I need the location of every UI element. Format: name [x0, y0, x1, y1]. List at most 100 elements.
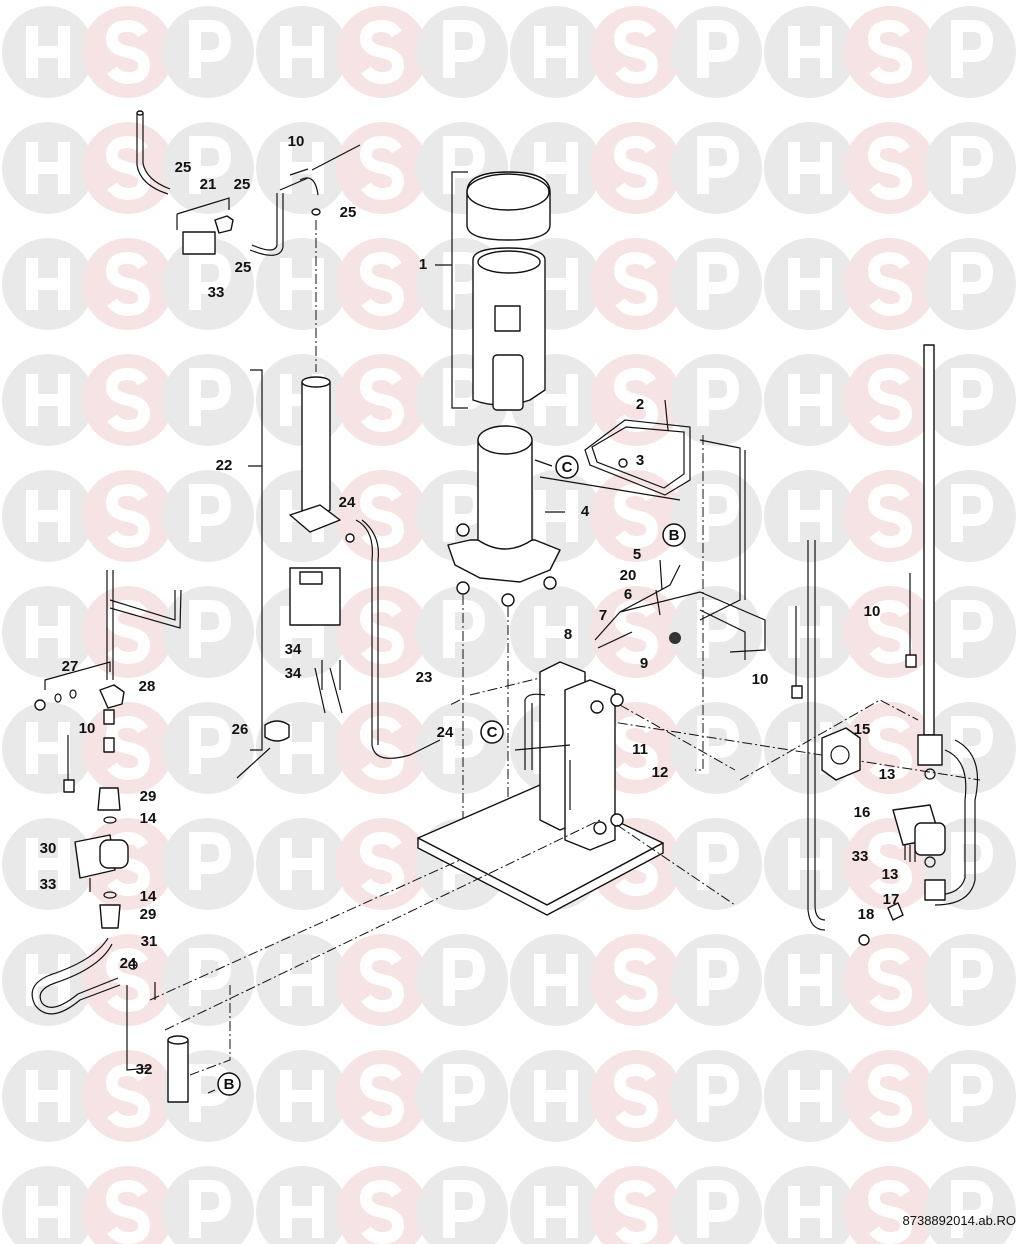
watermark-glyph-p: [697, 948, 740, 1006]
watermark-glyph-h: [26, 142, 70, 194]
watermark-glyph-s: [867, 19, 913, 85]
watermark-glyph-p: [443, 600, 486, 658]
callout-6: 6: [624, 586, 632, 603]
watermark-glyph-s: [105, 19, 151, 85]
watermark-glyph-p: [951, 368, 994, 426]
watermark-glyph-h: [280, 954, 324, 1006]
watermark-glyph-p: [697, 368, 740, 426]
watermark-circle: [416, 1166, 508, 1244]
watermark-glyph-s: [867, 831, 913, 897]
watermark-glyph-p: [697, 1180, 740, 1238]
ref-marker-circle: [662, 523, 686, 547]
callout-14: 14: [140, 888, 157, 905]
watermark-glyph-s: [867, 251, 913, 317]
watermark-glyph-s: [359, 1179, 405, 1244]
sensor-26: [264, 720, 290, 742]
callout-16: 16: [854, 804, 871, 821]
watermark-circle: [590, 1166, 682, 1244]
callout-8: 8: [564, 626, 572, 643]
callout-27: 27: [62, 658, 79, 675]
watermark-glyph-h: [26, 606, 70, 658]
watermark-glyph-h: [788, 26, 832, 78]
watermark-glyph-s: [867, 135, 913, 201]
watermark-glyph-s: [105, 947, 151, 1013]
watermark-glyph-s: [613, 483, 659, 549]
watermark-glyph-s: [105, 367, 151, 433]
watermark-glyph-s: [613, 135, 659, 201]
callout-32: 32: [136, 1061, 153, 1078]
watermark-glyph-h: [280, 26, 324, 78]
watermark-glyph-p: [443, 1180, 486, 1238]
watermark-glyph-p: [697, 252, 740, 310]
watermark-glyph-s: [105, 831, 151, 897]
watermark-glyph-h: [534, 606, 578, 658]
watermark-circle: [670, 1166, 762, 1244]
callout-7: 7: [599, 607, 607, 624]
watermark-glyph-p: [189, 20, 232, 78]
watermark-glyph-h: [788, 1070, 832, 1122]
watermark-glyph-h: [788, 838, 832, 890]
callout-33: 33: [40, 876, 57, 893]
watermark-glyph-h: [788, 1186, 832, 1238]
watermark-glyph-h: [534, 954, 578, 1006]
watermark-glyph-p: [697, 716, 740, 774]
accumulator-22: [248, 220, 441, 759]
watermark-glyph-s: [613, 251, 659, 317]
pipe-loop: [584, 399, 746, 771]
watermark-glyph-s: [613, 715, 659, 781]
watermark-glyph-h: [26, 374, 70, 426]
callout-4: 4: [581, 503, 590, 520]
callout-25: 25: [235, 259, 252, 276]
watermark-glyph-s: [613, 1179, 659, 1244]
watermark-circle: [510, 1166, 602, 1244]
watermark-glyph-h: [280, 1070, 324, 1122]
watermark-glyph-s: [359, 135, 405, 201]
watermark-glyph-h: [534, 26, 578, 78]
watermark-glyph-p: [443, 1064, 486, 1122]
pipe-group-21: [136, 110, 361, 256]
ref-marker-B: B: [669, 527, 680, 544]
watermark-glyph-s: [105, 715, 151, 781]
callout-29: 29: [140, 906, 157, 923]
watermark-glyph-p: [697, 484, 740, 542]
watermark-glyph-h: [280, 258, 324, 310]
watermark-glyph-s: [867, 367, 913, 433]
left-column-parts: [31, 570, 601, 1103]
callout-12: 12: [652, 764, 669, 781]
callout-18: 18: [858, 906, 875, 923]
callout-17: 17: [883, 891, 900, 908]
watermark-glyph-p: [951, 20, 994, 78]
callout-31: 31: [141, 933, 158, 950]
watermark-glyph-p: [189, 600, 232, 658]
watermark-circle: [336, 1166, 428, 1244]
watermark-glyph-s: [867, 599, 913, 665]
watermark-glyph-p: [951, 136, 994, 194]
jacket-1: [435, 171, 551, 411]
watermark-glyph-s: [359, 251, 405, 317]
watermark-glyph-p: [697, 136, 740, 194]
watermark-glyph-p: [951, 600, 994, 658]
watermark-glyph-s: [867, 483, 913, 549]
watermark-glyph-p: [443, 20, 486, 78]
watermark-glyph-s: [105, 1179, 151, 1244]
callout-24: 24: [120, 955, 137, 972]
watermark-glyph-p: [951, 832, 994, 890]
watermark-glyph-h: [788, 374, 832, 426]
callout-20: 20: [620, 567, 637, 584]
watermark-glyph-s: [105, 251, 151, 317]
watermark-glyph-p: [951, 716, 994, 774]
callout-5: 5: [633, 546, 641, 563]
callout-24: 24: [437, 724, 454, 741]
callout-10: 10: [752, 671, 769, 688]
ref-marker-C: C: [562, 459, 573, 476]
sensor-cables: [795, 573, 911, 690]
watermark-glyph-h: [26, 26, 70, 78]
watermark-glyph-s: [359, 367, 405, 433]
callout-34: 34: [285, 665, 302, 682]
callout-10: 10: [864, 603, 881, 620]
callout-30: 30: [40, 840, 57, 857]
callout-25: 25: [234, 176, 251, 193]
watermark-glyph-h: [280, 142, 324, 194]
